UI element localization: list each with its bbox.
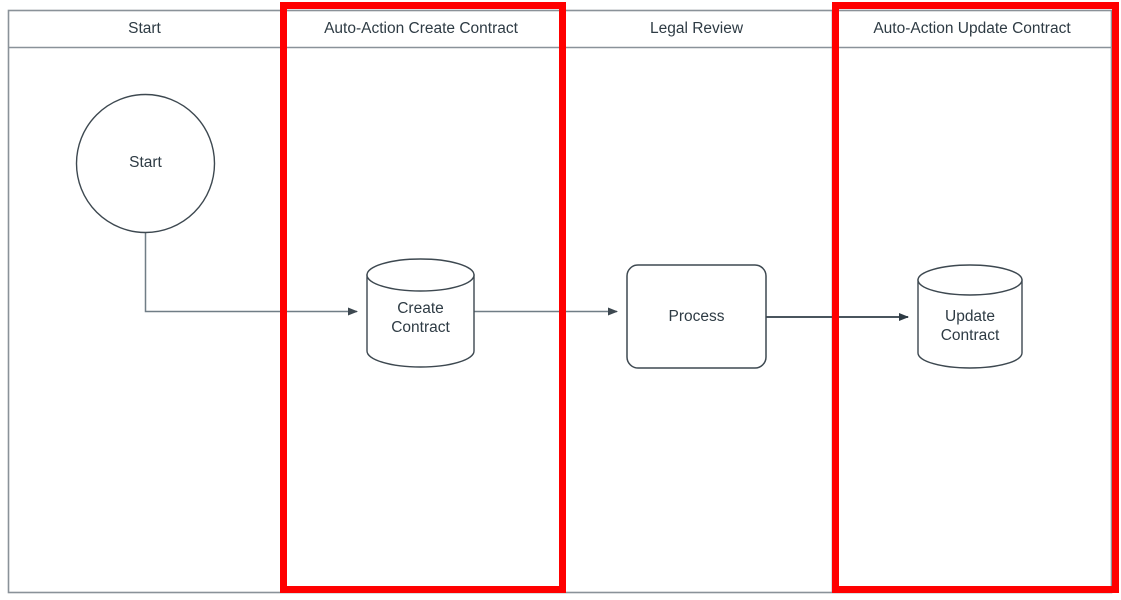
node-process[interactable]: [626, 264, 767, 369]
node-update-contract[interactable]: [917, 264, 1023, 369]
highlight-auto-action-update-contract: [832, 2, 1119, 593]
highlight-boxes: [280, 2, 1119, 593]
node-create-contract[interactable]: [366, 258, 475, 368]
node-start[interactable]: [75, 93, 216, 234]
highlight-auto-action-create-contract: [280, 2, 566, 593]
